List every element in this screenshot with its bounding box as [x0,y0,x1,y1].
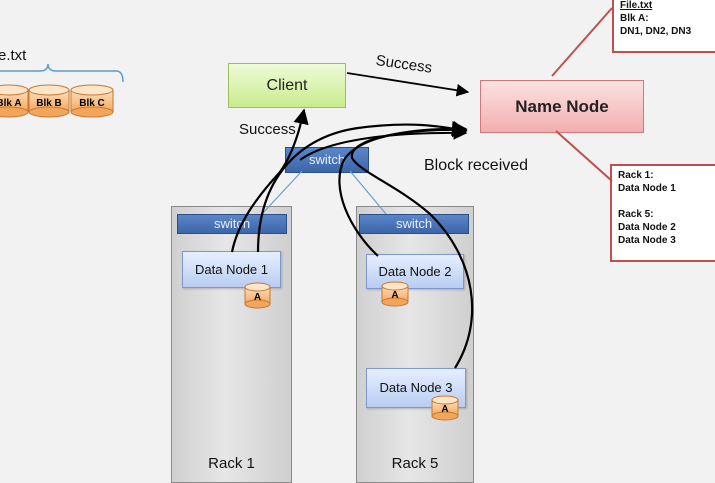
callout-rack1: Rack 1: [618,170,654,181]
data-node-3-label: Data Node 3 [379,380,453,395]
success-label-left: Success [239,121,296,138]
rack-5: Rack 5 [356,206,474,483]
name-node-label: Name Node [515,97,609,116]
block-received-label: Block received [424,157,529,174]
callout-block-label: Blk A: [620,13,649,24]
rack-1-switch: switch [177,214,287,234]
callout-block-nodes: DN1, DN2, DN3 [620,26,692,37]
file-block-c-label: Blk C [79,98,105,109]
callout-top-connector [551,7,613,77]
file-block-b-label: Blk B [36,98,62,109]
client-label: Client [266,77,308,94]
rack-1: Rack 1 [171,206,292,483]
data-node-1: Data Node 1 [182,251,281,288]
success-label-top: Success [374,52,434,77]
file-block-c: Blk C [70,84,114,118]
callout-rack5-node-a: Data Node 2 [618,222,676,233]
data-node-2: Data Node 2 [366,254,464,289]
file-name-label: e.txt [0,47,27,64]
callout-file-title: File.txt [620,0,653,11]
rack-1-label: Rack 1 [208,455,255,472]
callout-rack-map: Rack 1: Data Node 1 Rack 5: Data Node 2 … [610,164,715,262]
data-node-2-label: Data Node 2 [378,264,452,279]
name-node-box: Name Node [480,80,644,133]
callout-rack1-node: Data Node 1 [618,183,676,194]
data-node-1-label: Data Node 1 [195,262,268,277]
callout-rack5: Rack 5: [618,209,654,220]
rack-5-label: Rack 5 [391,455,439,472]
rack-5-switch: switch [359,214,469,234]
file-block-b: Blk B [28,84,70,118]
callout-bottom-connector [555,130,613,182]
file-block-a-label: Blk A [0,98,22,109]
callout-rack5-node-b: Data Node 3 [618,235,676,246]
data-node-3: Data Node 3 [366,368,466,408]
file-block-a: Blk A [0,84,29,118]
core-switch: switch [285,147,369,173]
callout-file-blocks: File.txt Blk A: DN1, DN2, DN3 [612,0,715,53]
client-box: Client [228,63,346,108]
file-brace [0,63,124,83]
arrow-client-to-namenode [346,72,470,97]
